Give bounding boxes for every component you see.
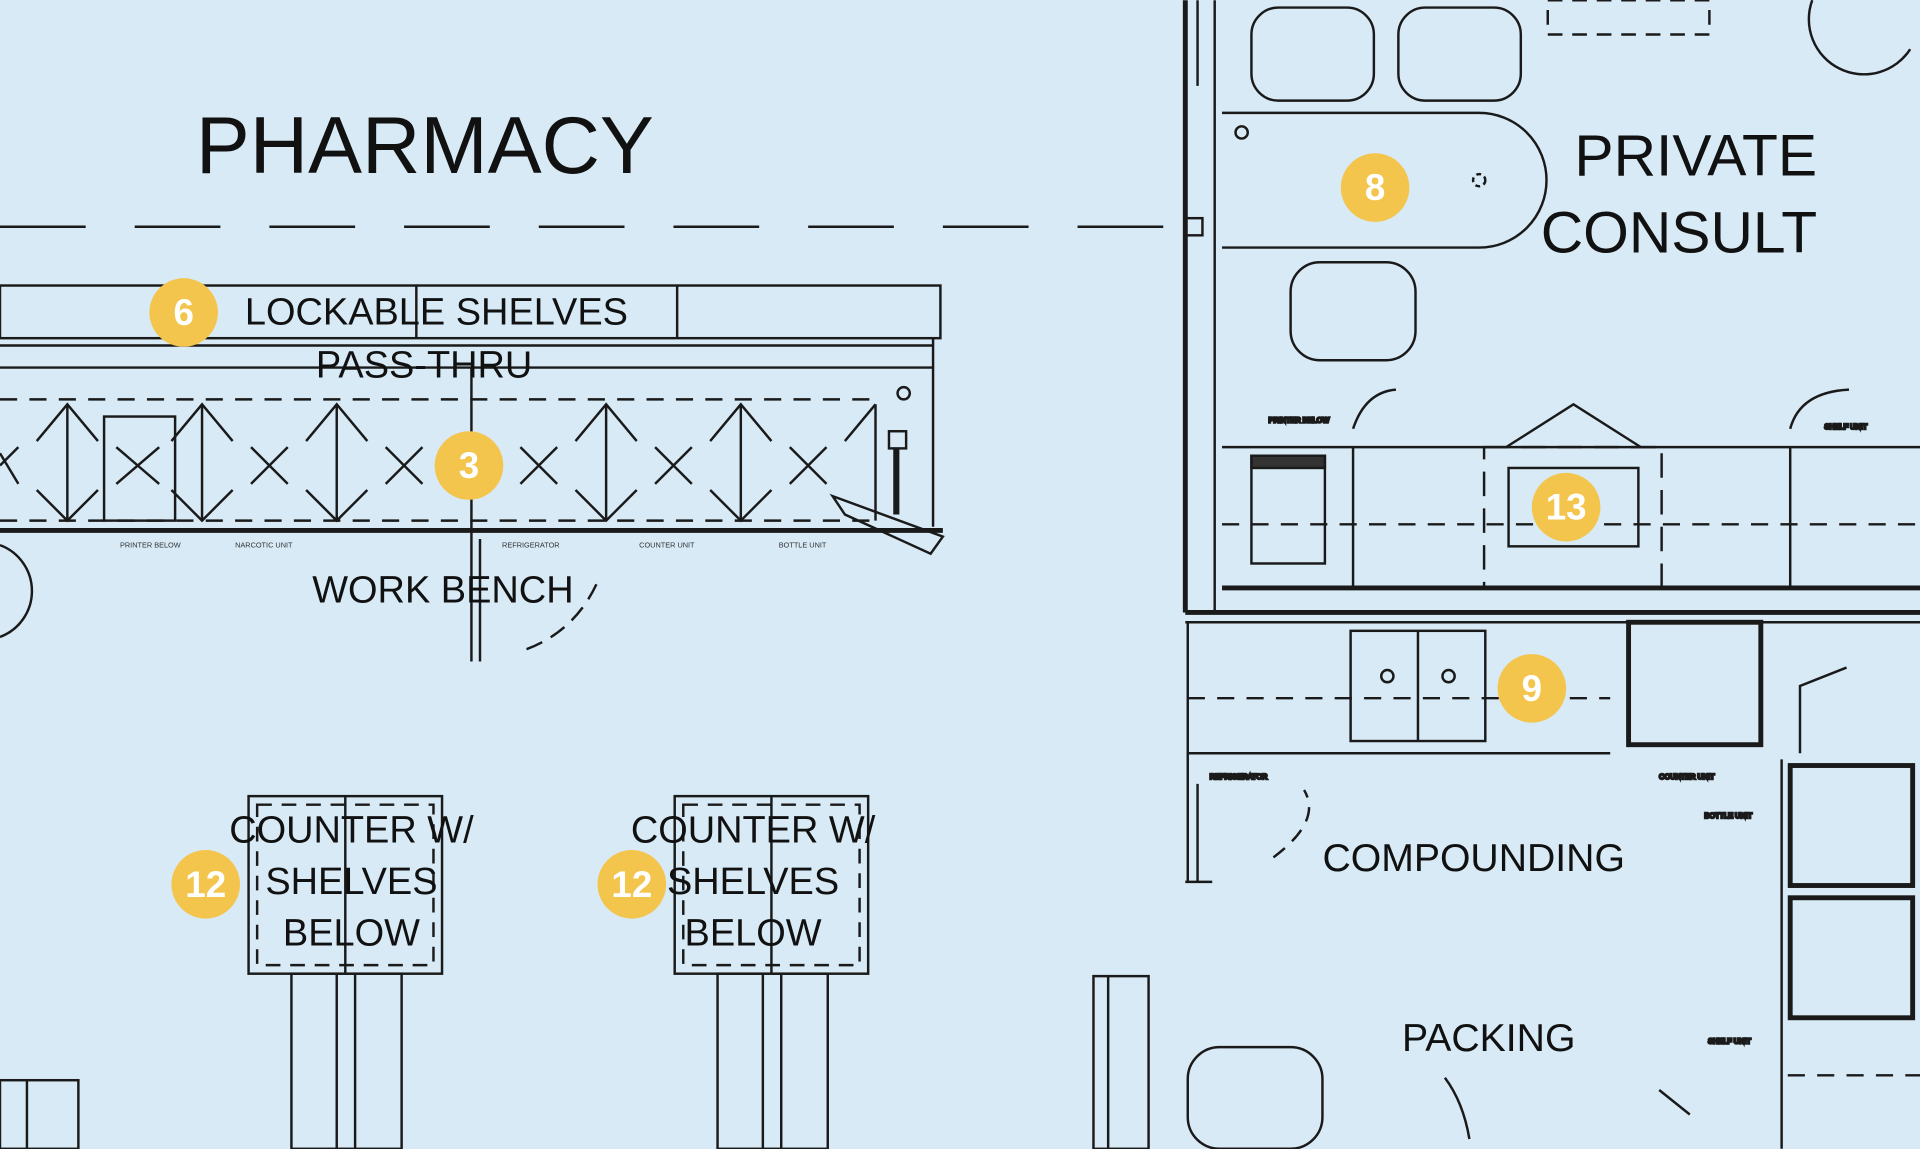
pharmacy-area: PRINTER BELOW NARCOTIC UNIT REFRIGERATOR… — [0, 216, 1204, 1149]
label-refrigerator: REFRIGERATOR — [502, 541, 560, 550]
marker-12b: 12 — [597, 850, 667, 919]
marker-3: 3 — [434, 431, 504, 500]
svg-text:8: 8 — [1365, 167, 1385, 208]
svg-text:13: 13 — [1546, 487, 1587, 528]
svg-text:3: 3 — [459, 445, 479, 486]
room-label-compounding: COMPOUNDING — [1322, 837, 1625, 880]
chair-icon — [1289, 261, 1417, 362]
label-shelf-unit-2: SHELF UNIT — [1708, 1036, 1751, 1045]
marker-8: 8 — [1340, 153, 1410, 222]
marker-12a: 12 — [171, 850, 240, 919]
svg-text:6: 6 — [173, 292, 193, 333]
svg-text:12: 12 — [185, 864, 226, 905]
label-pass-thru: PASS-THRU — [316, 344, 532, 386]
counter-b-label: COUNTER W/ SHELVES BELOW — [631, 810, 876, 955]
chair-icon — [1250, 6, 1376, 102]
room-label-pharmacy: PHARMACY — [196, 101, 654, 191]
marker-13: 13 — [1531, 472, 1601, 542]
label-printer-below: PRINTER BELOW — [120, 541, 181, 550]
marker-6: 6 — [149, 278, 218, 347]
label-printer-below-2: PRINTER BELOW — [1269, 416, 1330, 425]
private-consult-area: PRINTER BELOW SHELF UNIT — [1222, 0, 1920, 591]
work-bench: PRINTER BELOW NARCOTIC UNIT REFRIGERATOR… — [0, 367, 945, 662]
label-work-bench: WORK BENCH — [312, 570, 573, 612]
counter-b — [673, 794, 870, 1149]
label-counter-unit: COUNTER UNIT — [639, 541, 695, 550]
label-bottle-unit-2: BOTTLE UNIT — [1704, 811, 1752, 820]
label-refrigerator-2: REFRIGERATOR — [1210, 772, 1268, 781]
lockable-shelves — [0, 284, 942, 527]
room-label-consult: CONSULT — [1541, 200, 1817, 265]
counter-label-line: SHELVES — [265, 861, 437, 903]
counter-label-line: COUNTER W/ — [631, 810, 876, 852]
label-lockable-shelves: LOCKABLE SHELVES — [245, 292, 628, 334]
svg-text:9: 9 — [1522, 668, 1542, 709]
label-counter-unit-2: COUNTER UNIT — [1659, 772, 1715, 781]
walls — [1182, 0, 1920, 1149]
counter-label-line: BELOW — [283, 913, 420, 955]
room-label-private: PRIVATE — [1574, 123, 1817, 188]
counter-label-line: BELOW — [685, 913, 822, 955]
chair-icon — [1397, 6, 1523, 102]
compounding-area: REFRIGERATOR COUNTER UNIT BOTTLE UNIT SH… — [1186, 619, 1920, 1149]
counter-label-line: SHELVES — [667, 861, 839, 903]
label-bottle-unit: BOTTLE UNIT — [779, 541, 827, 550]
counter-a-label: COUNTER W/ SHELVES BELOW — [229, 810, 474, 955]
room-label-packing: PACKING — [1402, 1017, 1575, 1060]
label-narcotic-unit: NARCOTIC UNIT — [235, 541, 293, 550]
svg-text:12: 12 — [611, 864, 652, 905]
counter-label-line: COUNTER W/ — [229, 810, 474, 852]
marker-9: 9 — [1497, 654, 1567, 723]
label-shelf-unit: SHELF UNIT — [1824, 422, 1867, 431]
counter-a — [247, 794, 444, 1149]
